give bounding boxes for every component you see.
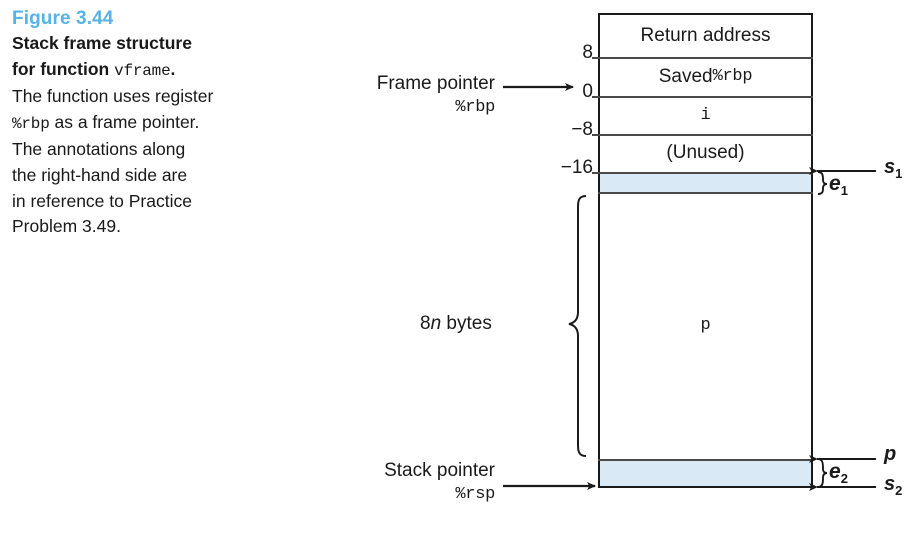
figure-caption-text: Stack frame structure for function vfram… — [12, 31, 312, 240]
offset-tick-neg16-label: −16 — [560, 157, 593, 178]
caption-body-line6: Problem 3.49. — [12, 216, 121, 237]
annotation-s2-sub: 2 — [895, 483, 903, 498]
offset-tick-neg16-mark — [592, 172, 600, 174]
stack-pointer-label: Stack pointer %rsp — [320, 459, 495, 507]
annotation-e1-base: e — [829, 172, 841, 195]
cell-unused-label: (Unused) — [666, 142, 745, 163]
size-bracket-brace — [568, 195, 587, 457]
annotation-s1-sub: 1 — [895, 166, 903, 181]
annotation-e1-brace — [817, 171, 828, 195]
caption-title-line2-pre: for function — [12, 58, 115, 79]
stack-pointer-line1: Stack pointer — [384, 460, 495, 481]
offset-tick-0-label: 0 — [582, 81, 593, 102]
annotation-e2-base: e — [829, 460, 841, 483]
band-e2 — [600, 460, 811, 486]
offset-tick-neg8-mark — [592, 134, 600, 136]
cell-variable-i-label: i — [700, 105, 711, 125]
size-bracket-label: 8n bytes — [420, 313, 492, 335]
divider-e1-p — [598, 192, 813, 194]
cell-return-address-label: Return address — [640, 25, 771, 46]
offset-tick-8-label: 8 — [582, 42, 593, 63]
annotation-e1-label: e1 — [829, 172, 848, 198]
divider-i-unused — [598, 134, 813, 136]
size-bracket-suffix: bytes — [441, 313, 492, 334]
cell-variable-i: i — [598, 96, 813, 134]
caption-function-name: vframe — [114, 61, 171, 80]
caption-body-line2-post: as a frame pointer. — [49, 111, 200, 132]
annotation-s2-label: s2 — [884, 473, 902, 498]
cell-saved-rbp-register: %rbp — [712, 67, 753, 86]
figure-caption: Figure 3.44 Stack frame structure for fu… — [12, 6, 312, 240]
cell-array-p: p — [598, 192, 813, 459]
offset-tick-neg8-label: −8 — [571, 119, 593, 140]
annotation-s2-base: s — [884, 473, 896, 495]
frame-pointer-label: Frame pointer %rbp — [320, 72, 496, 120]
annotation-p-base: p — [884, 443, 897, 465]
figure-number: Figure 3.44 — [12, 8, 114, 29]
cell-array-p-label: p — [700, 316, 711, 335]
annotation-s1-base: s — [884, 156, 896, 178]
divider-p-e2 — [598, 459, 813, 461]
frame-pointer-line1: Frame pointer — [376, 73, 495, 94]
caption-title-line1: Stack frame structure — [12, 33, 192, 53]
annotation-p-label: p — [884, 443, 896, 468]
divider-unused-e1 — [598, 172, 813, 174]
cell-return-address: Return address — [598, 15, 813, 57]
caption-body-line4: the right-hand side are — [12, 164, 188, 185]
caption-body-line5: in reference to Practice — [12, 190, 192, 211]
annotation-e1-sub: 1 — [840, 183, 848, 199]
annotation-e2-sub: 2 — [840, 471, 848, 487]
cell-saved-rbp-label-pre: Saved — [658, 65, 713, 87]
caption-body-line3: The annotations along — [12, 139, 186, 160]
offset-tick-8-mark — [592, 57, 600, 59]
annotation-e2-brace — [817, 458, 828, 488]
stack-frame-box — [598, 13, 813, 488]
annotation-e2-label: e2 — [829, 460, 848, 486]
frame-pointer-register: %rbp — [455, 98, 495, 117]
cell-saved-rbp: Saved %rbp — [598, 57, 813, 96]
caption-body-line1: The function uses register — [12, 86, 214, 107]
cell-unused: (Unused) — [598, 134, 813, 172]
divider-saved-i — [598, 96, 813, 98]
band-e1 — [600, 173, 811, 193]
annotation-s1-label: s1 — [884, 156, 902, 181]
caption-title-line2-post: . — [170, 58, 176, 79]
size-bracket-variable: n — [430, 313, 442, 334]
size-bracket-prefix: 8 — [420, 313, 431, 334]
stack-pointer-register: %rsp — [455, 485, 495, 504]
offset-tick-0-mark — [592, 96, 600, 98]
caption-register-rbp: %rbp — [12, 114, 50, 133]
divider-return-saved — [598, 57, 813, 59]
